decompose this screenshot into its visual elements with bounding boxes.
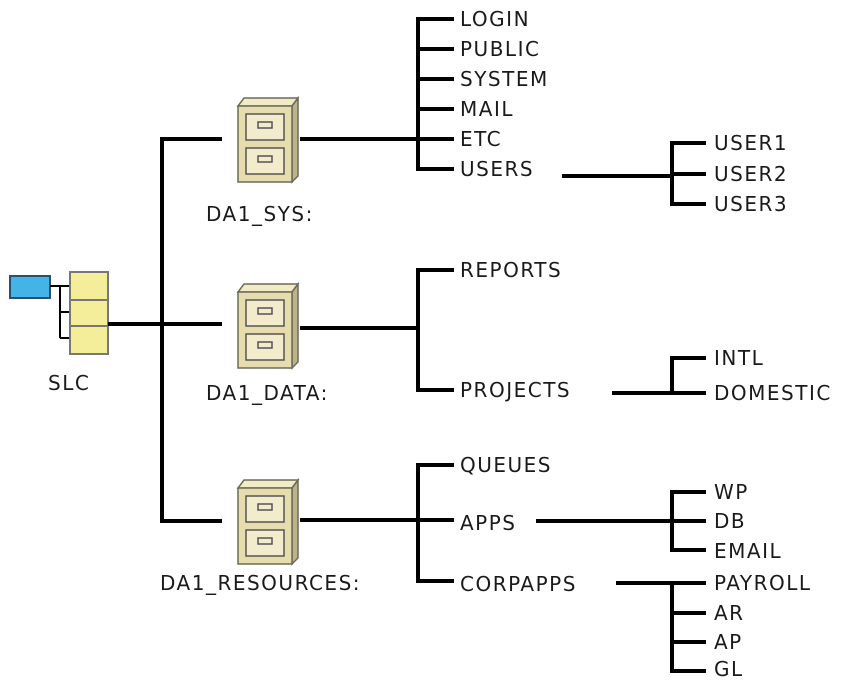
volume-label-sys: DA1_SYS:: [206, 202, 314, 226]
server-icon: [9, 271, 109, 355]
connector-sys-vert: [416, 17, 420, 171]
connector-projects-vert: [670, 356, 674, 395]
connector-user1: [670, 141, 706, 145]
folder-label-projects: PROJECTS: [460, 378, 572, 402]
folder-label-user2: USER2: [714, 162, 789, 186]
folder-label-db: DB: [714, 509, 747, 533]
folder-label-ar: AR: [714, 601, 745, 625]
connector-user2: [670, 172, 706, 176]
connector-ar: [670, 611, 706, 615]
folder-label-user3: USER3: [714, 192, 789, 216]
connector-etc: [416, 137, 454, 141]
volume-label-data: DA1_DATA:: [206, 381, 329, 405]
root-label: SLC: [48, 371, 91, 395]
folder-label-login: LOGIN: [460, 7, 531, 31]
connector-queues: [416, 463, 454, 467]
folder-label-reports: REPORTS: [460, 258, 563, 282]
folder-label-mail: MAIL: [460, 97, 514, 121]
volume-label-resources: DA1_RESOURCES:: [160, 571, 361, 595]
folder-label-gl: GL: [714, 657, 744, 681]
connector-ap: [670, 640, 706, 644]
file-cabinet-icon: [236, 478, 300, 566]
connector-apps-out: [536, 519, 672, 523]
connector-res-out: [300, 518, 418, 522]
connector-gl: [670, 669, 706, 673]
connector-res-vert: [416, 463, 420, 583]
connector-system: [416, 77, 454, 81]
folder-label-etc: ETC: [460, 127, 503, 151]
folder-label-domestic: DOMESTIC: [714, 381, 832, 405]
folder-label-public: PUBLIC: [460, 37, 541, 61]
connector-users: [416, 167, 454, 171]
connector-apps: [416, 518, 454, 522]
connector-payroll: [670, 581, 706, 585]
folder-label-apps: APPS: [460, 511, 517, 535]
connector-db: [670, 519, 706, 523]
folder-label-corpapps: CORPAPPS: [460, 572, 577, 596]
connector-root: [108, 322, 162, 326]
folder-label-system: SYSTEM: [460, 67, 549, 91]
connector-intl: [670, 356, 706, 360]
connector-corpapps-vert: [670, 581, 674, 673]
connector-domestic: [670, 391, 706, 395]
connector-corpapps-out: [616, 581, 672, 585]
connector-sys-branch: [160, 137, 222, 141]
folder-label-intl: INTL: [714, 346, 765, 370]
connector-res-branch: [160, 519, 222, 523]
connector-login: [416, 17, 454, 21]
connector-public: [416, 47, 454, 51]
connector-corpapps: [416, 579, 454, 583]
folder-label-payroll: PAYROLL: [714, 571, 812, 595]
connector-projects-out: [612, 391, 672, 395]
folder-label-queues: QUEUES: [460, 453, 552, 477]
connector-data-vert: [416, 268, 420, 392]
connector-trunk: [160, 137, 164, 523]
connector-wp: [670, 490, 706, 494]
connector-projects: [416, 388, 454, 392]
file-cabinet-icon: [236, 96, 300, 184]
connector-reports: [416, 268, 454, 272]
connector-email: [670, 548, 706, 552]
connector-mail: [416, 107, 454, 111]
folder-label-user1: USER1: [714, 131, 789, 155]
connector-data-branch: [160, 322, 222, 326]
connector-users-out: [562, 174, 672, 178]
connector-sys-out: [300, 137, 418, 141]
folder-label-wp: WP: [714, 480, 749, 504]
connector-data-out: [300, 326, 418, 330]
folder-label-ap: AP: [714, 630, 743, 654]
file-cabinet-icon: [236, 282, 300, 370]
folder-label-users: USERS: [460, 157, 535, 181]
folder-label-email: EMAIL: [714, 539, 783, 563]
connector-user3: [670, 202, 706, 206]
